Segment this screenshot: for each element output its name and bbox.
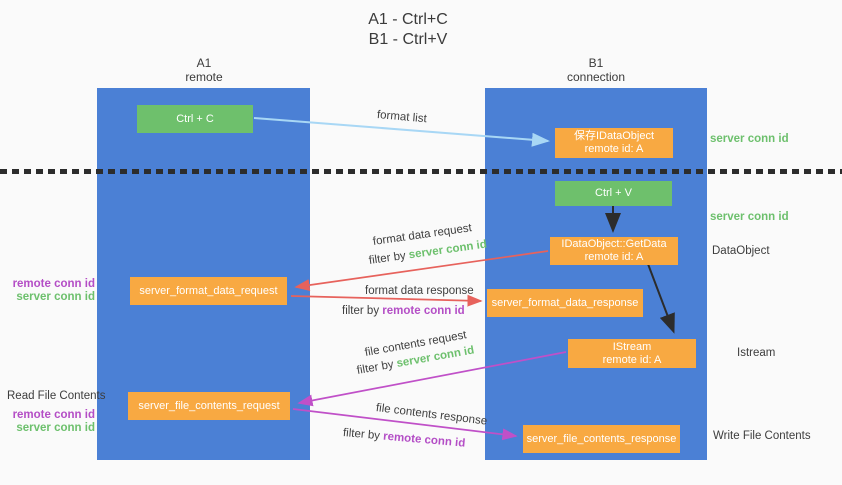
- dataobject-text: DataObject: [712, 245, 770, 257]
- label-format-list: format list: [376, 109, 427, 125]
- label-read-file-contents: Read File Contents: [7, 390, 105, 402]
- server-conn-id-text: server conn id: [710, 133, 789, 145]
- column-header-a1-remote: A1 remote: [154, 56, 254, 84]
- label-format-list-text: format list: [376, 109, 428, 126]
- label-format-data-response-text: format data response: [365, 285, 474, 297]
- session-divider-dashed-line: [0, 169, 842, 174]
- label-server-conn-id-top-right: server conn id: [710, 133, 789, 145]
- node-save-idataobject-line1: 保存IDataObject: [573, 130, 655, 142]
- diagram-title: A1 - Ctrl+C B1 - Ctrl+V: [308, 10, 508, 50]
- server-conn-id-text: server conn id: [16, 291, 95, 303]
- label-format-data-response: format data response: [365, 285, 474, 297]
- node-server-file-contents-request: server_file_contents_request: [128, 392, 290, 420]
- node-server-format-data-response: server_format_data_response: [487, 289, 643, 317]
- remote-conn-id-text: remote conn id: [12, 278, 95, 290]
- node-getdata-line1: IDataObject::GetData: [561, 238, 667, 250]
- label-write-file-contents: Write File Contents: [713, 430, 811, 442]
- header-remote: remote: [185, 70, 223, 84]
- write-file-contents-text: Write File Contents: [713, 430, 811, 442]
- node-save-idataobject-line2: remote id: A: [584, 143, 644, 155]
- node-save-idataobject: 保存IDataObject remote id: A: [555, 128, 673, 158]
- remote-conn-id-text: remote conn id: [382, 430, 466, 450]
- label-file-contents-response: file contents response: [375, 402, 488, 428]
- label-filter-by-remote-conn-id-format: filter by remote conn id: [342, 305, 465, 317]
- node-istream-line2: remote id: A: [602, 353, 662, 366]
- header-a1: A1: [196, 56, 212, 70]
- title-line-b1: B1 - Ctrl+V: [368, 31, 448, 48]
- node-file-response-label: server_file_contents_response: [526, 432, 677, 445]
- node-ctrl-c: Ctrl + C: [137, 105, 253, 133]
- node-idataobject-getdata: IDataObject::GetData remote id: A: [550, 237, 678, 265]
- header-b1: B1: [588, 56, 604, 70]
- node-getdata-line2: remote id: A: [584, 251, 644, 263]
- node-istream: IStream remote id: A: [568, 339, 696, 368]
- filter-by-text: filter by: [342, 305, 380, 317]
- server-conn-id-text: server conn id: [710, 211, 789, 223]
- node-server-format-data-request: server_format_data_request: [130, 277, 287, 305]
- header-connection: connection: [566, 70, 626, 84]
- node-ctrl-v: Ctrl + V: [555, 181, 672, 206]
- server-conn-id-text: server conn id: [16, 422, 95, 434]
- node-ctrl-v-label: Ctrl + V: [595, 187, 632, 199]
- filter-by-text: filter by: [368, 249, 407, 267]
- server-conn-id-text: server conn id: [408, 238, 488, 262]
- label-server-conn-id-mid-right: server conn id: [710, 211, 789, 223]
- remote-conn-id-text: remote conn id: [12, 409, 95, 421]
- title-line-a1: A1 - Ctrl+C: [368, 11, 448, 28]
- remote-conn-id-text: remote conn id: [382, 305, 465, 317]
- node-istream-line1: IStream: [612, 340, 652, 353]
- label-istream: Istream: [737, 347, 775, 359]
- filter-by-text: filter by: [342, 427, 381, 443]
- read-file-contents-text: Read File Contents: [7, 390, 106, 402]
- label-conn-ids-file-request: remote conn id server conn id: [10, 409, 95, 435]
- node-format-response-label: server_format_data_response: [491, 296, 639, 309]
- node-ctrl-c-label: Ctrl + C: [176, 112, 214, 125]
- node-server-file-contents-response: server_file_contents_response: [523, 425, 680, 453]
- node-format-request-label: server_format_data_request: [139, 284, 278, 297]
- label-filter-by-remote-conn-id-file: filter by remote conn id: [342, 427, 465, 450]
- filter-by-text: filter by: [355, 358, 395, 377]
- label-file-contents-response-text: file contents response: [375, 402, 488, 428]
- istream-text: Istream: [737, 347, 776, 359]
- label-conn-ids-format-request: remote conn id server conn id: [10, 278, 95, 304]
- node-file-request-label: server_file_contents_request: [138, 399, 280, 412]
- column-header-b1-connection: B1 connection: [546, 56, 646, 84]
- label-dataobject: DataObject: [712, 245, 770, 257]
